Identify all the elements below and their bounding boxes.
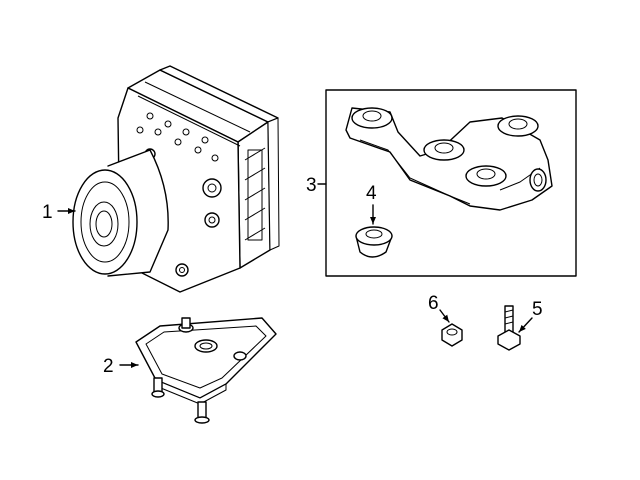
- callout-3: 3: [306, 175, 317, 196]
- modulator-bracket: [345, 107, 553, 211]
- abs-modulator-assembly: [72, 65, 280, 293]
- nut: [441, 323, 463, 347]
- bolt: [497, 305, 521, 351]
- part-group-box: [325, 89, 577, 277]
- leader-line-5: [518, 317, 533, 333]
- callout-4: 4: [366, 183, 377, 204]
- callout-5: 5: [532, 299, 543, 320]
- leader-line-6: [439, 309, 450, 323]
- mounting-bracket: [135, 317, 277, 424]
- grommet: [355, 226, 393, 258]
- callout-1: 1: [42, 202, 53, 223]
- callout-6: 6: [428, 293, 439, 314]
- callout-2: 2: [103, 356, 114, 377]
